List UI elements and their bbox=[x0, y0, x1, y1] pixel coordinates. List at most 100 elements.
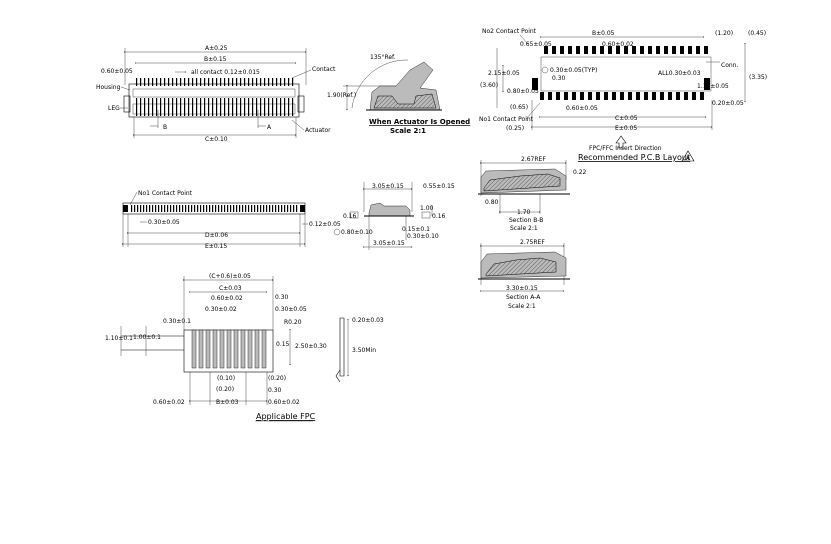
bottom-pin bbox=[242, 205, 244, 212]
dim-b: B±0.15 bbox=[204, 56, 227, 63]
pcb-060: 0.60±0.02 bbox=[602, 41, 634, 48]
bottom-pin bbox=[254, 205, 256, 212]
bottom-pitch: 0.30±0.05 bbox=[148, 219, 180, 226]
bottom-pin bbox=[131, 205, 133, 212]
fpc-finger bbox=[233, 329, 239, 369]
front-pin-top bbox=[268, 78, 270, 86]
pcb-top-pad bbox=[560, 46, 564, 54]
front-pin-top bbox=[228, 78, 230, 86]
fpc-060-left: 0.60±0.02 bbox=[153, 399, 185, 406]
pcb-top-pad bbox=[544, 46, 548, 54]
bottom-pin bbox=[227, 205, 229, 212]
pcb-b-dim: B±0.05 bbox=[592, 30, 615, 37]
pcb-bottom-pads bbox=[532, 78, 710, 100]
front-view-pins bbox=[136, 78, 294, 116]
svg-text:A: A bbox=[686, 155, 691, 162]
bottom-pin bbox=[215, 205, 217, 212]
side-scale: Scale 2:1 bbox=[390, 127, 426, 135]
front-pin-top bbox=[232, 78, 234, 86]
bottom-pin bbox=[158, 205, 160, 212]
no1-pcb-label: No1 Contact Point bbox=[479, 116, 534, 123]
pcb-bottom-pad bbox=[620, 92, 624, 100]
pcb-bottom-pad bbox=[604, 92, 608, 100]
profile-circle-dim: 0.80±0.10 bbox=[341, 229, 373, 236]
bottom-pin bbox=[221, 205, 223, 212]
front-pin-top bbox=[204, 78, 206, 86]
bottom-pin bbox=[143, 205, 145, 212]
flatness-2: 0.16 bbox=[432, 213, 446, 220]
side-caption: When Actuator Is Opened bbox=[369, 118, 470, 126]
fpc-030a: 0.30±0.02 bbox=[205, 306, 237, 313]
fpc-c-dim: C±0.03 bbox=[219, 285, 242, 292]
bb-ref: 2.67REF bbox=[521, 156, 546, 163]
pcb-anchor-pad bbox=[532, 78, 538, 90]
pcb-bottom-pad bbox=[564, 92, 568, 100]
bottom-view-pins bbox=[131, 205, 298, 212]
fpc-finger bbox=[191, 329, 197, 369]
front-pin-body bbox=[252, 98, 254, 116]
bottom-pin bbox=[173, 205, 175, 212]
pitch-label: 0.60±0.05 bbox=[101, 68, 133, 75]
bottom-pin bbox=[284, 205, 286, 212]
bottom-view: No1 Contact Point 0.30±0.05 0.12±0.05 D±… bbox=[121, 190, 341, 250]
front-pin-top bbox=[208, 78, 210, 86]
fpc-020b: (0.20) bbox=[216, 386, 234, 393]
dim-e: E±0.15 bbox=[205, 243, 227, 250]
pcb-top-pad bbox=[584, 46, 588, 54]
bottom-pin bbox=[239, 205, 241, 212]
bb-name: Section B-B bbox=[509, 217, 543, 224]
pcb-top-pad bbox=[600, 46, 604, 54]
front-pin-top bbox=[184, 78, 186, 86]
front-pin-body bbox=[276, 98, 278, 116]
fpc-finger bbox=[226, 329, 232, 369]
aa-name: Section A-A bbox=[506, 294, 541, 301]
bottom-pin bbox=[200, 205, 202, 212]
pcb-bottom-pad bbox=[700, 92, 704, 100]
section-a-marker: A bbox=[267, 124, 272, 131]
bottom-pin bbox=[155, 205, 157, 212]
front-pin-body bbox=[224, 98, 226, 116]
bottom-pin bbox=[263, 205, 265, 212]
applicable-fpc: (C+0.6)±0.05 C±0.03 0.60±0.02 0.30 0.30±… bbox=[105, 273, 384, 422]
front-pin-top bbox=[236, 78, 238, 86]
fpc-060: 0.60±0.02 bbox=[211, 295, 243, 302]
profile-view: 3.05±0.15 0.55±0.15 0.16 0.16 1.00 0.80±… bbox=[333, 182, 455, 250]
fpc-finger bbox=[261, 329, 267, 369]
front-pin-top bbox=[176, 78, 178, 86]
front-pin-top bbox=[224, 78, 226, 86]
fpc-015: 0.15 bbox=[276, 341, 290, 348]
pcb-bottom-pad bbox=[644, 92, 648, 100]
flatness-1: 0.16 bbox=[343, 213, 357, 220]
bottom-pin bbox=[188, 205, 190, 212]
pcb-360: (3.60) bbox=[480, 82, 498, 89]
front-pin-body bbox=[260, 98, 262, 116]
pcb-top-pad bbox=[552, 46, 556, 54]
front-pin-body bbox=[144, 98, 146, 116]
pcb-bottom-pad bbox=[660, 92, 664, 100]
pcb-bottom-pad bbox=[676, 92, 680, 100]
bottom-pin bbox=[272, 205, 274, 212]
bottom-pin bbox=[266, 205, 268, 212]
bottom-pin bbox=[146, 205, 148, 212]
front-pin-body bbox=[204, 98, 206, 116]
front-pin-top bbox=[156, 78, 158, 86]
bottom-pin bbox=[245, 205, 247, 212]
pcb-120: (1.20) bbox=[715, 30, 733, 37]
front-view: A±0.25 B±0.15 0.60±0.05 all contact 0.12… bbox=[96, 45, 336, 143]
front-pin-body bbox=[188, 98, 190, 116]
fpc-finger bbox=[240, 329, 246, 369]
pcb-layout: No2 Contact Point B±0.05 (1.20) (0.45) 0… bbox=[479, 28, 767, 162]
front-pin-body bbox=[244, 98, 246, 116]
front-pin-body bbox=[184, 98, 186, 116]
bottom-pin bbox=[296, 205, 298, 212]
pcb-top-pad bbox=[672, 46, 676, 54]
front-pin-body bbox=[264, 98, 266, 116]
pcb-top-pad bbox=[688, 46, 692, 54]
section-aa: 2.75REF 3.30±0.15 Section A-A Scale 2:1 bbox=[478, 239, 570, 310]
pcb-title: Recommended P.C.B Layout bbox=[578, 153, 690, 162]
pcb-bottom-pad bbox=[556, 92, 560, 100]
contact-label: Contact bbox=[312, 66, 336, 73]
front-pin-top bbox=[256, 78, 258, 86]
bottom-pin bbox=[230, 205, 232, 212]
front-pin-top bbox=[284, 78, 286, 86]
